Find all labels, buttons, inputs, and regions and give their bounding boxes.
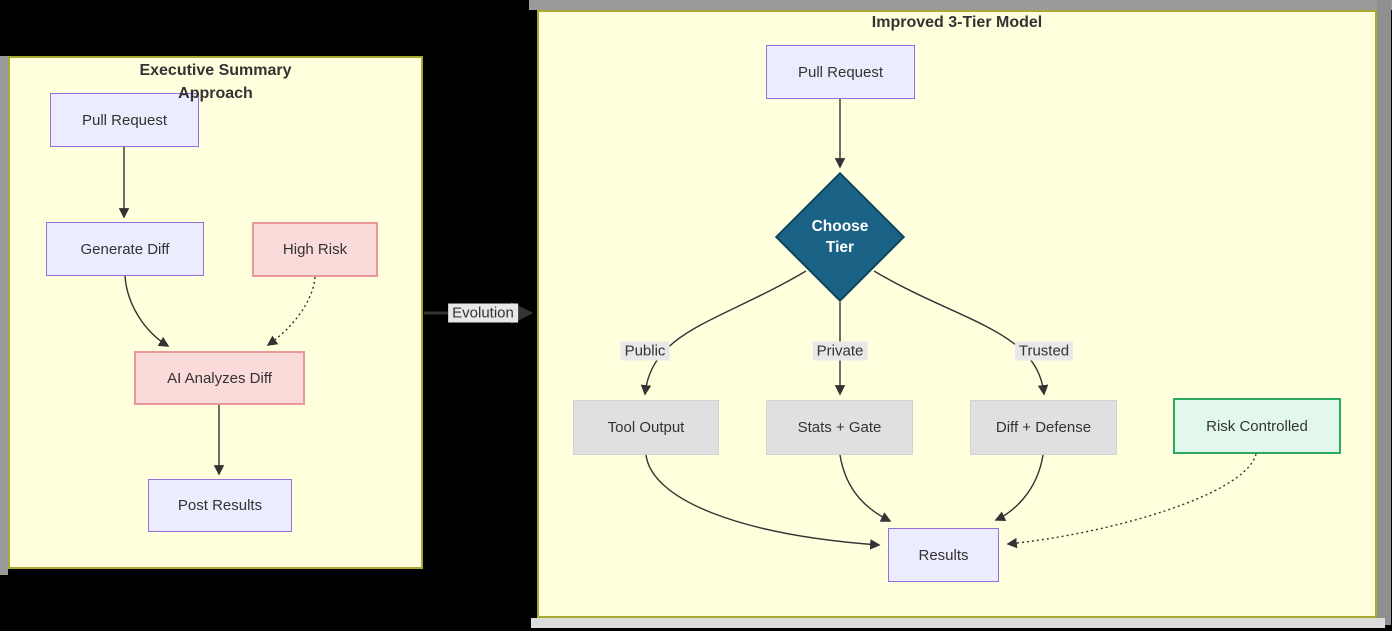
edge-label-trusted-text: Trusted [1018,342,1070,360]
right-panel-shadow-bottom [531,618,1385,628]
edge-label-public-text: Public [624,342,666,360]
executive-summary-title-line2: Approach [178,85,253,102]
node-high-risk: High Risk [252,222,378,277]
edge-choosetier-tooloutput [640,270,807,396]
node-generate-diff-label: Generate Diff [80,240,170,258]
executive-summary-title: Executive Summary Approach [8,59,423,105]
node-choose-tier: Choose Tier [774,171,906,303]
node-risk-controlled: Risk Controlled [1173,398,1341,454]
node-pull-request-right: Pull Request [766,45,915,99]
node-post-results: Post Results [148,479,292,532]
node-stats-gate: Stats + Gate [766,400,913,455]
improved-3tier-title: Improved 3-Tier Model [537,11,1377,34]
left-panel-shadow [0,56,8,575]
edge-label-public: Public [620,341,670,361]
edge-diffdefense-results [994,454,1044,521]
edge-highrisk-aianalyzes-dotted [266,276,316,346]
node-results-label: Results [918,546,969,564]
improved-3tier-panel [537,10,1377,618]
node-diff-defense-label: Diff + Defense [995,419,1092,436]
node-high-risk-label: High Risk [282,241,348,258]
node-risk-controlled-label: Risk Controlled [1206,417,1308,435]
choose-tier-label-line1: Choose [811,218,869,235]
node-pull-request-right-label: Pull Request [797,63,884,81]
right-panel-shadow-right [1377,0,1391,625]
edge-label-private-text: Private [816,342,864,360]
edge-label-private: Private [812,341,868,361]
edge-choosetier-diffdefense [873,270,1049,396]
evolution-edge-label-text: Evolution [452,304,514,322]
node-pull-request-left-label: Pull Request [81,111,168,129]
node-stats-gate-label: Stats + Gate [797,419,882,436]
node-generate-diff: Generate Diff [46,222,204,276]
evolution-edge-label: Evolution [448,303,518,323]
choose-tier-label: Choose Tier [776,173,904,301]
node-tool-output-label: Tool Output [607,419,685,436]
right-panel-shadow-top [529,0,1392,10]
node-pull-request-left: Pull Request [50,93,199,147]
edge-label-trusted: Trusted [1014,341,1074,361]
node-ai-analyzes-diff: AI Analyzes Diff [134,351,305,405]
edge-riskcontrolled-results-dotted [1006,453,1257,549]
node-diff-defense: Diff + Defense [970,400,1117,455]
node-tool-output: Tool Output [573,400,719,455]
choose-tier-label-line2: Tier [825,239,855,256]
improved-3tier-title-text: Improved 3-Tier Model [871,14,1043,31]
node-ai-analyzes-diff-label: AI Analyzes Diff [167,369,272,387]
edge-tooloutput-results [645,454,881,550]
executive-summary-title-line1: Executive Summary [139,62,292,79]
edge-statsgate-results [839,454,892,522]
node-post-results-label: Post Results [177,497,263,514]
node-results: Results [888,528,999,582]
edge-generatediff-aianalyzes [124,275,170,347]
